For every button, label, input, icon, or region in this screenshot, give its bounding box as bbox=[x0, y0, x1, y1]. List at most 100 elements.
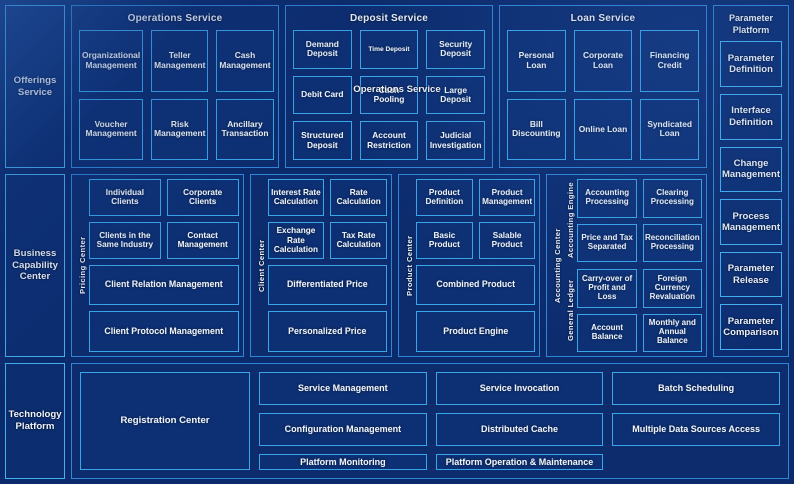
item-corporate-clients[interactable]: Corporate Clients bbox=[166, 179, 239, 216]
parameter-platform-title: Parameter Platform bbox=[728, 13, 774, 36]
item-security-deposit[interactable]: Security Deposit bbox=[426, 30, 485, 69]
item-tax-rate-calculation[interactable]: Tax Rate Calculation bbox=[330, 221, 388, 259]
item-platform-operation-maintenance[interactable]: Platform Operation & Maintenance bbox=[435, 453, 604, 470]
center-client: Client Center Interest Rate Calculation … bbox=[249, 174, 393, 357]
item-price-and-tax-separated[interactable]: Price and Tax Separated bbox=[577, 223, 637, 262]
item-batch-scheduling[interactable]: Batch Scheduling bbox=[612, 372, 780, 405]
technology-platform-label: Technology Platform bbox=[5, 363, 65, 479]
item-client-relation-management[interactable]: Client Relation Management bbox=[89, 264, 239, 306]
item-bill-discounting[interactable]: Bill Discounting bbox=[507, 98, 566, 160]
upper-section: Offerings Service Operations Service Org… bbox=[5, 5, 789, 357]
item-product-management[interactable]: Product Management bbox=[478, 179, 536, 216]
item-judicial-investigation[interactable]: Judicial Investigation bbox=[426, 121, 485, 160]
item-change-management[interactable]: Change Management bbox=[720, 146, 782, 193]
center-product-pair-2: Basic Product Salable Product bbox=[416, 221, 536, 259]
item-monthly-and-annual-balance[interactable]: Monthly and Annual Balance bbox=[642, 313, 702, 352]
item-individual-clients[interactable]: Individual Clients bbox=[89, 179, 161, 216]
item-distributed-cache[interactable]: Distributed Cache bbox=[435, 412, 604, 446]
item-corporate-loan[interactable]: Corporate Loan bbox=[573, 30, 633, 92]
group-deposit-service: Deposit Service Demand Deposit Time Depo… bbox=[285, 5, 493, 168]
item-contact-management[interactable]: Contact Management bbox=[166, 221, 239, 259]
item-structured-deposit[interactable]: Structured Deposit bbox=[293, 121, 352, 160]
item-carry-over-of-profit-and-loss[interactable]: Carry-over of Profit and Loss bbox=[577, 269, 637, 308]
item-interest-rate-calculation[interactable]: Interest Rate Calculation bbox=[267, 179, 325, 216]
technology-platform-items: Service Management Service Invocation Ba… bbox=[259, 372, 780, 470]
center-client-body: Interest Rate Calculation Rate Calculati… bbox=[267, 179, 388, 352]
item-client-protocol-management[interactable]: Client Protocol Management bbox=[89, 311, 239, 352]
item-account-balance[interactable]: Account Balance bbox=[577, 313, 637, 352]
business-capability-groups: Pricing Center Individual Clients Corpor… bbox=[71, 174, 707, 357]
item-voucher-management[interactable]: Voucher Management bbox=[79, 98, 144, 160]
center-client-pair-1: Interest Rate Calculation Rate Calculati… bbox=[267, 179, 388, 216]
item-parameter-definition[interactable]: Parameter Definition bbox=[720, 41, 782, 87]
center-accounting: Accounting Center Accounting Engine Acco… bbox=[546, 174, 707, 357]
center-accounting-vertical-label: Accounting Center bbox=[553, 228, 563, 303]
item-combined-product[interactable]: Combined Product bbox=[416, 264, 536, 306]
item-parameter-release[interactable]: Parameter Release bbox=[720, 251, 782, 298]
item-basic-product[interactable]: Basic Product bbox=[416, 221, 473, 259]
item-syndicated-loan[interactable]: Syndicated Loan bbox=[640, 98, 699, 160]
item-account-restriction[interactable]: Account Restriction bbox=[359, 121, 419, 160]
center-pricing-vertical-label: Pricing Center bbox=[78, 236, 87, 295]
loan-service-items: Personal Loan Corporate Loan Financing C… bbox=[507, 30, 699, 160]
item-process-management[interactable]: Process Management bbox=[720, 199, 782, 245]
item-ancillary-transaction[interactable]: Ancillary Transaction bbox=[216, 98, 274, 160]
item-multiple-data-sources-access[interactable]: Multiple Data Sources Access bbox=[612, 412, 780, 446]
center-client-pair-2: Exchange Rate Calculation Tax Rate Calcu… bbox=[267, 221, 388, 259]
item-organizational-management[interactable]: Organizational Management bbox=[79, 30, 144, 92]
item-teller-management[interactable]: Teller Management bbox=[151, 30, 209, 92]
item-demand-deposit[interactable]: Demand Deposit bbox=[293, 30, 352, 69]
item-personal-loan[interactable]: Personal Loan bbox=[507, 30, 566, 92]
technology-platform-panel: Registration Center Service Management S… bbox=[71, 363, 789, 479]
item-differentiated-price[interactable]: Differentiated Price bbox=[267, 264, 388, 306]
technology-platform-row: Technology Platform Registration Center … bbox=[5, 363, 789, 479]
item-cash-pooling[interactable]: Cash Pooling bbox=[359, 75, 419, 115]
subsection-general-ledger: General Ledger Carry-over of Profit and … bbox=[564, 269, 702, 352]
group-title-deposit-service: Deposit Service bbox=[349, 13, 429, 24]
item-debit-card[interactable]: Debit Card bbox=[293, 75, 352, 115]
subsection-accounting-engine-label: Accounting Engine bbox=[566, 182, 576, 259]
center-product-body: Product Definition Product Management Ba… bbox=[416, 179, 536, 352]
group-loan-service: Loan Service Personal Loan Corporate Loa… bbox=[499, 5, 707, 168]
item-salable-product[interactable]: Salable Product bbox=[478, 221, 536, 259]
center-accounting-body: Accounting Engine Accounting Processing … bbox=[564, 179, 702, 352]
item-service-management[interactable]: Service Management bbox=[259, 372, 427, 405]
center-pricing: Pricing Center Individual Clients Corpor… bbox=[71, 174, 244, 357]
item-online-loan[interactable]: Online Loan bbox=[573, 98, 633, 160]
item-exchange-rate-calculation[interactable]: Exchange Rate Calculation bbox=[267, 221, 325, 259]
group-title-loan-service: Loan Service bbox=[570, 13, 636, 24]
center-product-vertical-label: Product Center bbox=[405, 235, 415, 296]
center-pricing-pair-2: Clients in the Same Industry Contact Man… bbox=[89, 221, 239, 259]
operations-service-items: Organizational Management Teller Managem… bbox=[79, 30, 274, 160]
center-client-vertical-label: Client Center bbox=[256, 239, 266, 292]
parameter-platform-panel: Parameter Platform Parameter Definition … bbox=[713, 5, 789, 357]
item-reconciliation-processing[interactable]: Reconciliation Processing bbox=[642, 223, 702, 262]
item-registration-center[interactable]: Registration Center bbox=[80, 372, 250, 470]
item-personalized-price[interactable]: Personalized Price bbox=[267, 311, 388, 352]
item-risk-management[interactable]: Risk Management bbox=[151, 98, 209, 160]
item-accounting-processing[interactable]: Accounting Processing bbox=[577, 179, 637, 218]
parameter-platform-items: Parameter Definition Interface Definitio… bbox=[720, 41, 782, 351]
item-foreign-currency-revaluation[interactable]: Foreign Currency Revaluation bbox=[642, 269, 702, 308]
item-product-engine[interactable]: Product Engine bbox=[416, 311, 536, 352]
item-parameter-comparison[interactable]: Parameter Comparison bbox=[720, 304, 782, 351]
item-rate-calculation[interactable]: Rate Calculation bbox=[330, 179, 388, 216]
item-cash-management[interactable]: Cash Management bbox=[216, 30, 274, 92]
item-product-definition[interactable]: Product Definition bbox=[416, 179, 473, 216]
item-clearing-processing[interactable]: Clearing Processing bbox=[642, 179, 702, 218]
item-time-deposit[interactable]: Time Deposit bbox=[359, 30, 419, 69]
offerings-groups: Operations Service Organizational Manage… bbox=[71, 5, 707, 168]
item-service-invocation[interactable]: Service Invocation bbox=[435, 372, 604, 405]
group-title-operations-service: Operations Service bbox=[127, 13, 223, 24]
item-large-deposit[interactable]: Large Deposit bbox=[426, 75, 485, 115]
accounting-engine-items: Accounting Processing Clearing Processin… bbox=[577, 179, 702, 262]
center-pricing-pair-1: Individual Clients Corporate Clients bbox=[89, 179, 239, 216]
item-interface-definition[interactable]: Interface Definition bbox=[720, 93, 782, 140]
item-configuration-management[interactable]: Configuration Management bbox=[259, 412, 427, 446]
business-capability-center-label: Business Capability Center bbox=[5, 174, 65, 357]
group-operations-service: Operations Service Organizational Manage… bbox=[71, 5, 441, 168]
item-financing-credit[interactable]: Financing Credit bbox=[640, 30, 699, 92]
item-platform-monitoring[interactable]: Platform Monitoring bbox=[259, 453, 427, 470]
item-clients-in-the-same-industry[interactable]: Clients in the Same Industry bbox=[89, 221, 161, 259]
